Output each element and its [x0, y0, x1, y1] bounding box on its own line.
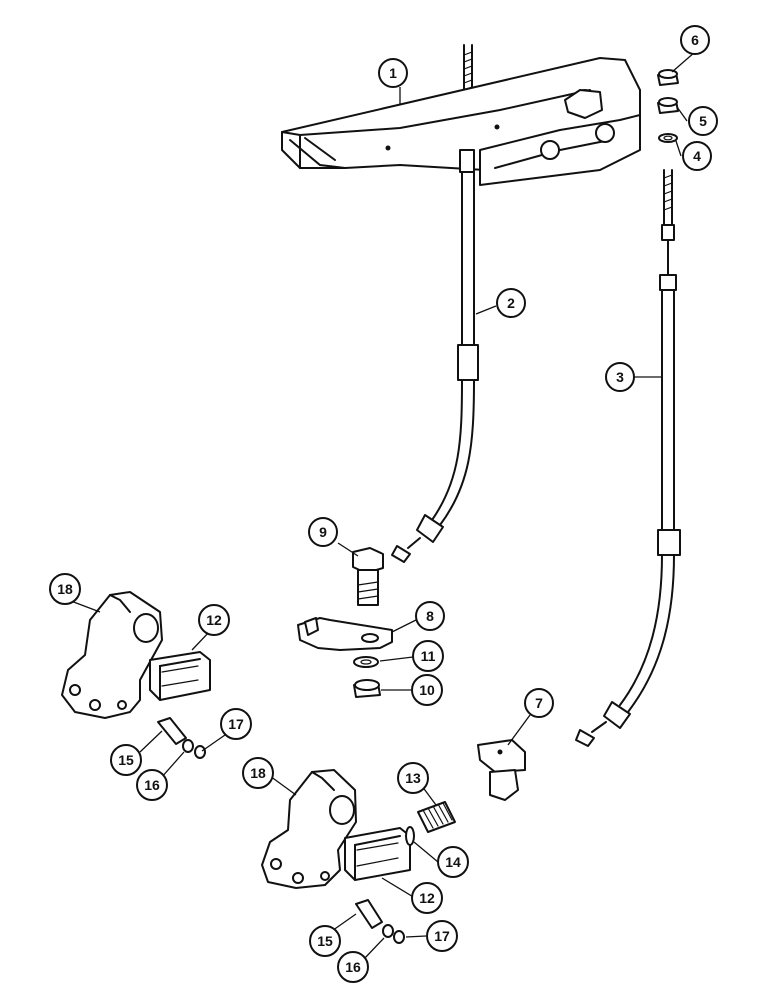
svg-text:10: 10: [419, 682, 435, 698]
svg-text:5: 5: [699, 113, 707, 129]
svg-text:1: 1: [389, 65, 397, 81]
leader-lines: [70, 51, 696, 960]
lever-arm-assembly: [281, 44, 641, 186]
clip-17-upper: [194, 745, 206, 759]
svg-text:12: 12: [419, 890, 435, 906]
cable-2: [391, 171, 479, 563]
callout-6: 6: [680, 25, 710, 55]
nut-5: [657, 97, 679, 114]
svg-text:2: 2: [507, 295, 515, 311]
bracket-7: [477, 739, 526, 801]
callout-17-lower: 17: [426, 920, 458, 952]
svg-text:12: 12: [206, 612, 222, 628]
clevis-18-lower: [261, 769, 357, 889]
svg-text:4: 4: [693, 148, 701, 164]
callout-9: 9: [308, 517, 338, 547]
callout-3: 3: [605, 362, 635, 392]
spring-13: [417, 801, 456, 833]
callout-10: 10: [411, 674, 443, 706]
svg-text:16: 16: [345, 959, 361, 975]
callout-8: 8: [415, 601, 445, 631]
bolt-9: [352, 547, 384, 606]
svg-text:17: 17: [228, 716, 244, 732]
callout-1: 1: [378, 58, 408, 88]
callout-12-upper: 12: [198, 604, 230, 636]
svg-text:16: 16: [144, 777, 160, 793]
yoke-12-lower: [344, 827, 411, 881]
svg-text:14: 14: [445, 854, 461, 870]
svg-text:15: 15: [317, 933, 333, 949]
svg-text:7: 7: [535, 695, 543, 711]
washer-14: [405, 826, 415, 846]
svg-text:18: 18: [250, 765, 266, 781]
callout-15-lower: 15: [309, 925, 341, 957]
callout-7: 7: [524, 688, 554, 718]
callout-2: 2: [496, 288, 526, 318]
svg-text:6: 6: [691, 32, 699, 48]
svg-text:18: 18: [57, 581, 73, 597]
callout-5: 5: [688, 106, 718, 136]
washer-16-upper: [182, 739, 194, 753]
callout-16-lower: 16: [337, 951, 369, 983]
callout-17-upper: 17: [220, 708, 252, 740]
callout-12-lower: 12: [411, 882, 443, 914]
clip-17-lower: [393, 930, 405, 944]
washer-16-lower: [382, 924, 394, 938]
svg-text:9: 9: [319, 524, 327, 540]
callout-18-upper: 18: [49, 573, 81, 605]
nut-10: [353, 679, 381, 698]
washer-4: [658, 133, 678, 143]
svg-text:15: 15: [118, 752, 134, 768]
clevis-18-upper: [61, 591, 163, 719]
pin-15-lower: [355, 899, 383, 929]
callout-18-lower: 18: [242, 757, 274, 789]
svg-text:8: 8: [426, 608, 434, 624]
svg-text:17: 17: [434, 928, 450, 944]
callout-16-upper: 16: [136, 769, 168, 801]
callout-11: 11: [412, 640, 444, 672]
callout-14: 14: [437, 846, 469, 878]
nut-6: [657, 69, 679, 86]
washer-11: [353, 656, 379, 668]
pin-15-upper: [157, 717, 187, 745]
callout-4: 4: [682, 141, 712, 171]
cable-3: [575, 169, 681, 747]
bracket-8: [297, 617, 393, 651]
yoke-12-upper: [149, 651, 211, 701]
callout-13: 13: [397, 762, 429, 794]
callout-15-upper: 15: [110, 744, 142, 776]
svg-text:3: 3: [616, 369, 624, 385]
svg-text:11: 11: [421, 648, 436, 664]
svg-text:13: 13: [405, 770, 421, 786]
